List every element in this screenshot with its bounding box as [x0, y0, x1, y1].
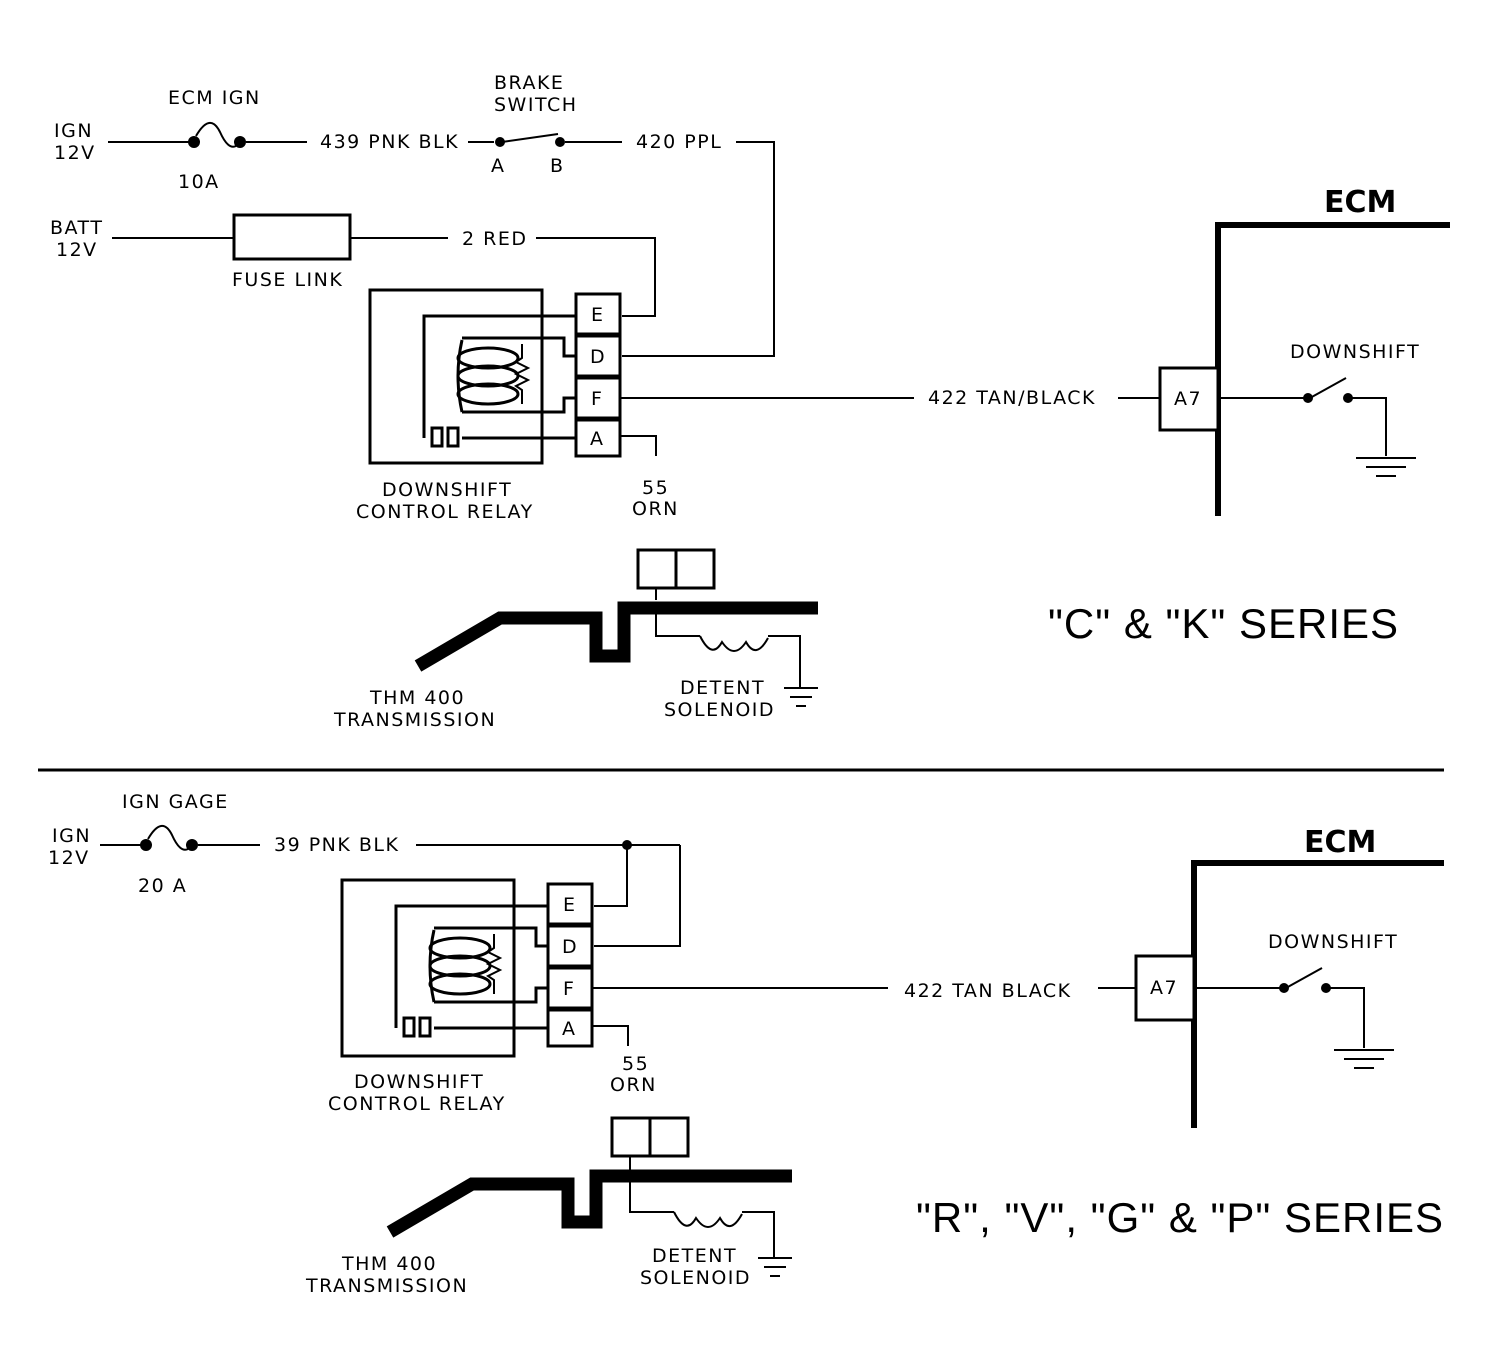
top-brake-terminal-a	[495, 137, 505, 147]
bottom-fuse-label: IGN GAGE	[122, 791, 229, 813]
bottom-relay-pin-e	[546, 882, 594, 926]
top-relay-pin-a	[574, 418, 622, 458]
top-ecm-pin	[1158, 366, 1220, 432]
bottom-transmission-case	[386, 1169, 792, 1238]
bottom-ecm-boundary	[1191, 860, 1444, 1128]
bottom-pin-d-label: D	[562, 936, 578, 958]
bottom-relay-contact-right	[418, 1016, 432, 1038]
top-relay-pin-d	[574, 334, 622, 378]
top-brake-switch-icon	[501, 133, 559, 143]
top-series-label: "C" & "K" SERIES	[1048, 600, 1399, 647]
bottom-solenoid-label2: SOLENOID	[640, 1267, 751, 1289]
top-connector	[636, 548, 678, 590]
top-wire-ign: 439 PNK BLK	[320, 131, 459, 153]
top-relay-label2: CONTROL RELAY	[356, 501, 534, 523]
bottom-wire-ign: 39 PNK BLK	[274, 834, 399, 856]
bottom-wire-solenoid2: ORN	[610, 1074, 657, 1096]
top-ecm-title: ECM	[1324, 185, 1396, 220]
top-brake-terminal-b	[555, 137, 565, 147]
top-fuse-label: ECM IGN	[168, 87, 261, 109]
top-fuse-rating: 10A	[178, 171, 220, 193]
top-fuse-link	[232, 213, 352, 261]
top-pin-d-label: D	[590, 346, 606, 368]
top-ign-label: IGN	[54, 120, 93, 142]
top-batt-voltage: 12V	[56, 239, 98, 261]
bottom-ecm-switch-label: DOWNSHIFT	[1268, 931, 1398, 953]
top-downshift-switch-icon	[1309, 377, 1347, 399]
bottom-fuse-icon	[147, 825, 189, 851]
top-brake-switch-label: BRAKE	[494, 72, 564, 94]
bottom-fuse-terminal-right	[186, 839, 198, 851]
top-solenoid-label: DETENT	[680, 677, 765, 699]
top-fuse-terminal-left	[188, 136, 200, 148]
bottom-transmission-label2: TRANSMISSION	[305, 1275, 468, 1297]
top-batt-label: BATT	[50, 217, 103, 239]
bottom-ign-voltage: 12V	[48, 847, 90, 869]
top-fuse-icon	[195, 122, 237, 148]
bottom-wire-solenoid: 55	[622, 1053, 649, 1075]
bottom-solenoid-ground-icon	[758, 1257, 792, 1277]
bottom-pin-f-label: F	[563, 978, 575, 1000]
top-solenoid-label2: SOLENOID	[664, 699, 775, 721]
bottom-solenoid-label: DETENT	[652, 1245, 737, 1267]
top-pin-f-label: F	[591, 388, 603, 410]
top-solenoid-ground-icon	[784, 687, 818, 707]
top-ign-voltage: 12V	[54, 142, 96, 164]
bottom-detent-solenoid-coil	[673, 1211, 743, 1228]
top-relay-resistor-icon	[513, 344, 531, 404]
top-relay-contact-left	[430, 426, 444, 448]
bottom-diagram: IGN 12V IGN GAGE 20 A 39 PNK BLK E D F A	[48, 791, 1444, 1297]
top-relay-label: DOWNSHIFT	[382, 479, 512, 501]
bottom-series-label: "R", "V", "G" & "P" SERIES	[916, 1194, 1444, 1241]
top-ecm-pin-label: A7	[1174, 388, 1202, 410]
top-diagram: IGN 12V ECM IGN 10A 439 PNK BLK BRAKE SW…	[50, 72, 1450, 731]
bottom-ecm-pin-label: A7	[1150, 977, 1178, 999]
bottom-pin-a-label: A	[562, 1018, 577, 1040]
bottom-relay-contact-left	[402, 1016, 416, 1038]
top-fuse-link-label: FUSE LINK	[232, 269, 343, 291]
bottom-relay-label2: CONTROL RELAY	[328, 1093, 506, 1115]
bottom-downshift-switch-icon	[1285, 967, 1323, 989]
bottom-connector	[610, 1116, 652, 1158]
top-wire-solenoid: 55	[642, 477, 669, 499]
top-transmission-case	[414, 601, 818, 672]
top-wire-batt: 2 RED	[462, 228, 527, 250]
top-ecm-switch-label: DOWNSHIFT	[1290, 341, 1420, 363]
top-transmission-label: THM 400	[369, 687, 465, 709]
top-wire-ecm: 422 TAN/BLACK	[928, 387, 1096, 409]
top-brake-switch-label2: SWITCH	[494, 94, 578, 116]
top-ecm-ground-icon	[1356, 457, 1416, 477]
top-pin-a-label: A	[590, 428, 605, 450]
bottom-ecm-ground-icon	[1334, 1049, 1394, 1069]
bottom-relay-resistor-icon	[485, 934, 503, 994]
bottom-fuse-rating: 20 A	[138, 875, 187, 897]
top-ecm-boundary	[1215, 222, 1450, 516]
top-relay-pin-e	[574, 292, 622, 336]
top-fuse-terminal-right	[234, 136, 246, 148]
bottom-transmission-label: THM 400	[341, 1253, 437, 1275]
bottom-ign-label: IGN	[52, 825, 91, 847]
bottom-relay-label: DOWNSHIFT	[354, 1071, 484, 1093]
top-wire-brake: 420 PPL	[636, 131, 722, 153]
top-pin-e-label: E	[591, 304, 605, 326]
bottom-ecm-title: ECM	[1304, 825, 1376, 860]
top-brake-a: A	[491, 155, 506, 177]
top-wire-solenoid2: ORN	[632, 498, 679, 520]
top-relay-contact-right	[446, 426, 460, 448]
bottom-wire-ecm: 422 TAN BLACK	[904, 980, 1072, 1002]
top-transmission-label2: TRANSMISSION	[333, 709, 496, 731]
bottom-fuse-terminal-left	[140, 839, 152, 851]
top-detent-solenoid-coil	[699, 635, 769, 652]
bottom-pin-e-label: E	[563, 894, 577, 916]
top-brake-b: B	[550, 155, 565, 177]
